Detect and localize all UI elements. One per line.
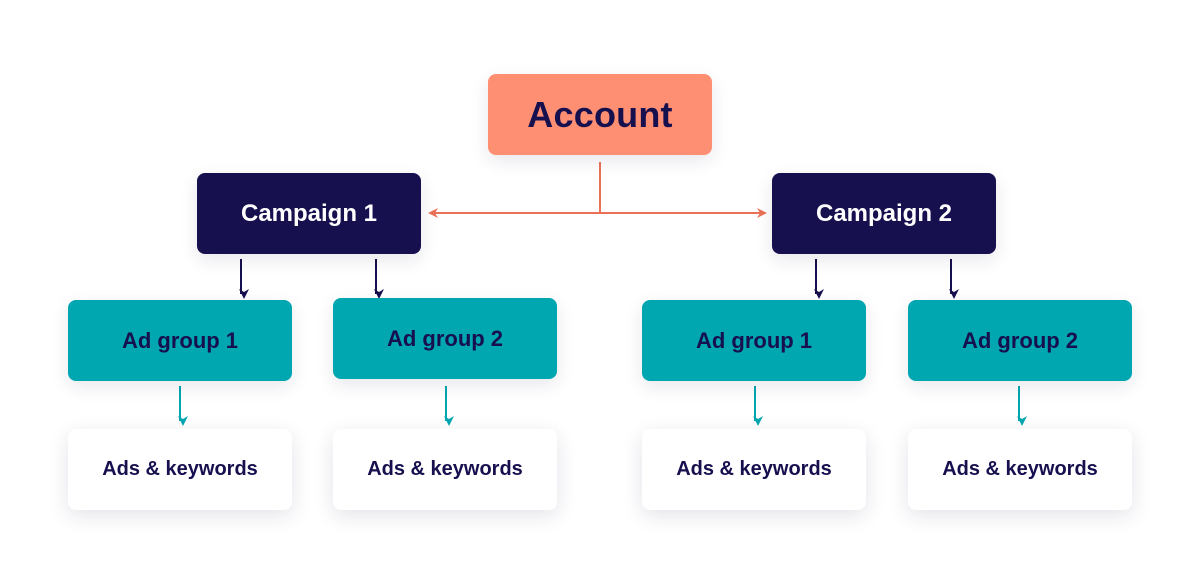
campaign-2-ads-keywords-1-node: Ads & keywords (642, 429, 866, 510)
campaign-2-node: Campaign 2 (772, 173, 996, 254)
campaign-1-ad-group-2-node: Ad group 2 (333, 298, 557, 379)
ad-group-label: Ad group 2 (961, 327, 1079, 353)
account-node: Account (488, 74, 712, 155)
ad-group-label: Ad group 1 (121, 327, 239, 353)
campaign-2-ads-keywords-2-node: Ads & keywords (908, 429, 1132, 510)
campaign-1-node: Campaign 1 (197, 173, 421, 254)
ad-group-label: Ad group 1 (695, 327, 813, 353)
ads-keywords-label: Ads & keywords (942, 458, 1098, 480)
campaign-2-ad-group-2-node: Ad group 2 (908, 300, 1132, 381)
campaign-2-ad-group-1-node: Ad group 1 (642, 300, 866, 381)
campaign-1-ads-keywords-2-node: Ads & keywords (333, 429, 557, 510)
campaign-1-label: Campaign 1 (240, 199, 378, 227)
ads-keywords-label: Ads & keywords (102, 458, 258, 480)
ad-group-label: Ad group 2 (386, 325, 504, 351)
account-label: Account (527, 93, 673, 135)
ads-keywords-label: Ads & keywords (367, 458, 523, 480)
ads-keywords-label: Ads & keywords (676, 458, 832, 480)
campaign-2-label: Campaign 2 (815, 199, 953, 227)
campaign-1-ads-keywords-1-node: Ads & keywords (68, 429, 292, 510)
campaign-1-ad-group-1-node: Ad group 1 (68, 300, 292, 381)
